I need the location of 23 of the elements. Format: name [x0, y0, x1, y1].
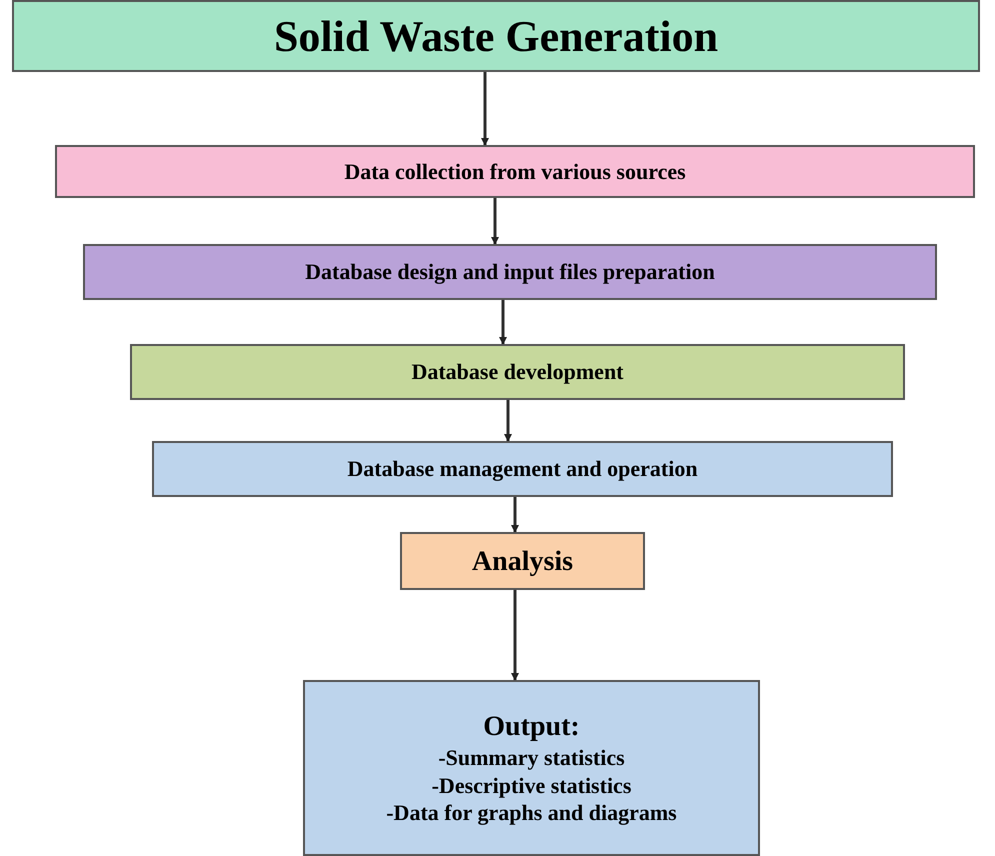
box-title: Analysis	[472, 544, 574, 578]
box-title: Database management and operation	[347, 455, 698, 483]
arrow	[499, 300, 507, 345]
list-item: -Descriptive statistics	[432, 772, 632, 800]
arrow	[481, 72, 489, 146]
process-box	[400, 532, 645, 590]
box-title: Data collection from various sources	[344, 158, 686, 186]
list-item: -Data for graphs and diagrams	[386, 799, 677, 827]
arrow	[491, 198, 499, 245]
box-title: Database development	[411, 358, 624, 386]
box-title: Database design and input files preparation	[305, 258, 715, 286]
box-title: Solid Waste Generation	[274, 10, 718, 62]
process-box	[83, 244, 937, 300]
arrow	[511, 590, 519, 681]
arrow	[511, 497, 519, 533]
box-title: Output:	[483, 710, 580, 744]
process-box	[152, 441, 893, 497]
process-box	[12, 0, 980, 72]
list-item: -Summary statistics	[438, 744, 625, 772]
arrow	[504, 400, 512, 442]
process-box	[303, 680, 760, 856]
process-box	[130, 344, 905, 400]
process-box	[55, 145, 975, 198]
